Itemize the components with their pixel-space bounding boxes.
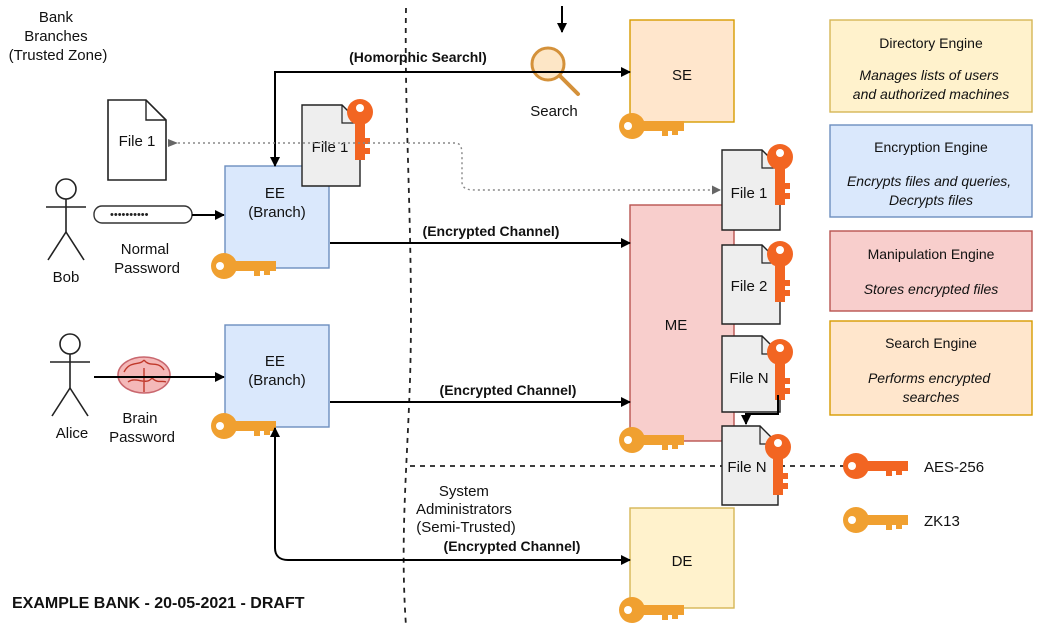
bob-label: Bob (53, 269, 80, 286)
normal-password-label: Normal Password (114, 241, 180, 277)
file-transfer-dotted-arrow (168, 142, 721, 195)
legend-directory-desc: Manages lists of users and authorized ma… (853, 67, 1009, 102)
file1-plain-label: File 1 (119, 133, 156, 150)
legend-manipulation-box (829, 230, 1033, 312)
de-label: DE (672, 553, 693, 570)
homorphic-search-arrow (270, 67, 631, 167)
ee-alice-label: EE (Branch) (248, 353, 306, 389)
channel-bob-label: (Encrypted Channel) (423, 223, 560, 239)
fileN-copy-arrow (741, 395, 779, 425)
channel-de-arrow (270, 427, 631, 565)
legend-manipulation-desc: Stores encrypted files (864, 281, 999, 297)
legend-search-title: Search Engine (885, 335, 977, 351)
me-file2-label: File 2 (731, 278, 768, 295)
brain-icon (117, 356, 171, 394)
alice-label: Alice (56, 425, 89, 442)
aes-key-legend-label: AES-256 (924, 459, 984, 476)
footer-caption: EXAMPLE BANK - 20-05-2021 - DRAFT (12, 595, 305, 612)
password-field-icon: •••••••••• (93, 205, 193, 224)
channel-de-label: (Encrypted Channel) (444, 538, 581, 554)
ee-alice-box (224, 324, 330, 428)
brain-password-label: Brain Password (109, 410, 175, 446)
me-fileN-copy-label: File N (727, 459, 766, 476)
legend-search-desc: Performs encrypted searches (868, 370, 994, 405)
channel-alice-label: (Encrypted Channel) (440, 382, 577, 398)
svg-text:••••••••••: •••••••••• (110, 209, 149, 221)
legend-manipulation-title: Manipulation Engine (868, 246, 995, 262)
legend-directory-box (829, 19, 1033, 113)
legend-encryption-desc: Encrypts files and queries, Decrypts fil… (847, 173, 1015, 208)
bob-stick-figure-icon (46, 178, 86, 261)
zk-key-legend-icon (843, 507, 908, 533)
me-label: ME (665, 317, 688, 334)
zk-key-legend-label: ZK13 (924, 513, 960, 530)
legend-search-box (829, 320, 1033, 416)
alice-stick-figure-icon (50, 333, 90, 417)
homorphic-search-label: (Homorphic Searchl) (349, 49, 487, 65)
trusted-zone-boundary (402, 7, 412, 626)
search-label: Search (530, 103, 578, 120)
file1-encrypted-label: File 1 (312, 139, 349, 156)
aes-key-legend-icon (843, 453, 908, 479)
legend-encryption-box (829, 124, 1033, 218)
me-file1-label: File 1 (731, 185, 768, 202)
trusted-zone-title: Bank Branches (Trusted Zone) (9, 9, 108, 64)
me-fileN-label: File N (729, 370, 768, 387)
ee-bob-label: EE (Branch) (248, 185, 306, 221)
semi-trusted-zone-title: System Administrators (Semi-Trusted) (416, 483, 516, 536)
file1-plain-icon (107, 99, 167, 181)
se-label: SE (672, 67, 692, 84)
legend-directory-title: Directory Engine (879, 35, 983, 51)
legend-encryption-title: Encryption Engine (874, 139, 988, 155)
